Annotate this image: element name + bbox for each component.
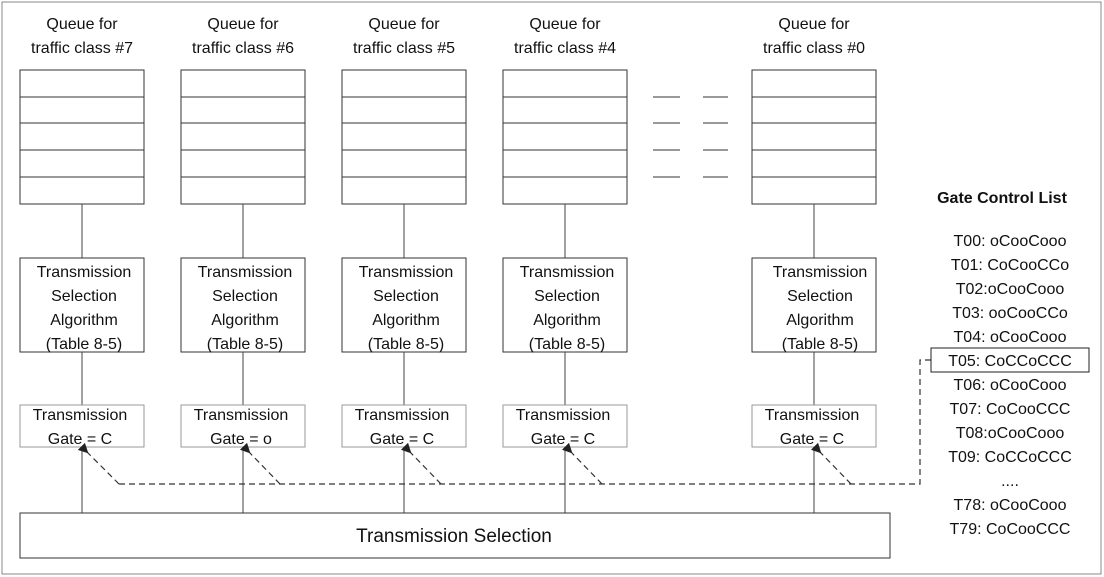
svg-text:Transmission: Transmission	[194, 407, 289, 424]
queue-title-line1: Queue for	[207, 16, 279, 33]
queue-title-line1: Queue for	[368, 16, 440, 33]
gcl-entry: T03: ooCooCCo	[952, 305, 1068, 322]
svg-text:Gate = C: Gate = C	[531, 431, 595, 448]
queue-title-line1: Queue for	[529, 16, 601, 33]
queue-column-tc5: Queue for traffic class #5 Transmission …	[341, 16, 467, 513]
queue-title-line2: traffic class #7	[31, 40, 133, 57]
svg-text:Algorithm: Algorithm	[372, 312, 440, 329]
highlighted-entry-box	[930, 347, 1090, 373]
queue-buffer	[180, 69, 306, 205]
queue-column-tc0: Queue for traffic class #0 Transmission …	[751, 16, 877, 513]
svg-text:Selection: Selection	[787, 288, 853, 305]
svg-text:Transmission: Transmission	[765, 407, 860, 424]
gcl-entry: T02:oCooCooo	[956, 281, 1065, 298]
tsa-box: Transmission Selection Algorithm (Table …	[341, 257, 467, 353]
queue-column-tc7: Queue for traffic class #7 Transmission …	[19, 16, 145, 513]
gcl-entry: T79: CoCooCCC	[950, 521, 1071, 538]
svg-text:Transmission: Transmission	[516, 407, 611, 424]
svg-text:Gate = C: Gate = C	[370, 431, 434, 448]
gcl-entry: T06: oCooCooo	[954, 377, 1067, 394]
queue-buffer	[751, 69, 877, 205]
queue-title-line1: Queue for	[46, 16, 118, 33]
queue-title-line2: traffic class #4	[514, 40, 616, 57]
transmission-gate-box: Transmission Gate = C	[19, 404, 145, 448]
gcl-entry: T04: oCooCooo	[954, 329, 1067, 346]
transmission-gate-box: Transmission Gate = C	[502, 404, 628, 448]
svg-text:Selection: Selection	[373, 288, 439, 305]
transmission-gate-box: Transmission Gate = o	[180, 404, 306, 448]
svg-text:Transmission: Transmission	[520, 264, 615, 281]
gcl-entry-highlighted: T05: CoCCoCCC	[948, 353, 1072, 370]
gcl-entry: T78: oCooCooo	[954, 497, 1067, 514]
svg-text:(Table 8-5): (Table 8-5)	[46, 336, 122, 353]
svg-text:Algorithm: Algorithm	[211, 312, 279, 329]
svg-text:Transmission: Transmission	[198, 264, 293, 281]
svg-text:Transmission: Transmission	[773, 264, 868, 281]
transmission-gate-box: Transmission Gate = C	[341, 404, 467, 448]
gcl-entry: T09: CoCCoCCC	[948, 449, 1072, 466]
gate-control-list-title: Gate Control List	[937, 190, 1067, 207]
svg-text:Algorithm: Algorithm	[50, 312, 118, 329]
svg-text:Gate = o: Gate = o	[210, 431, 272, 448]
svg-text:Selection: Selection	[212, 288, 278, 305]
queue-title-line2: traffic class #6	[192, 40, 294, 57]
tsa-box: Transmission Selection Algorithm (Table …	[502, 257, 628, 353]
svg-text:(Table 8-5): (Table 8-5)	[782, 336, 858, 353]
queue-buffer	[19, 69, 145, 205]
svg-text:(Table 8-5): (Table 8-5)	[529, 336, 605, 353]
gcl-ellipsis: ....	[1001, 473, 1019, 490]
transmission-gate-box: Transmission Gate = C	[751, 404, 877, 448]
svg-text:Algorithm: Algorithm	[533, 312, 601, 329]
svg-text:Gate = C: Gate = C	[780, 431, 844, 448]
svg-text:(Table 8-5): (Table 8-5)	[368, 336, 444, 353]
tsa-box: Transmission Selection Algorithm (Table …	[180, 257, 306, 353]
queue-title-line2: traffic class #0	[763, 40, 865, 57]
transmission-selection-label: Transmission Selection	[356, 526, 552, 547]
queue-buffer	[502, 69, 628, 205]
svg-text:Transmission: Transmission	[33, 407, 128, 424]
svg-text:(Table 8-5): (Table 8-5)	[207, 336, 283, 353]
svg-text:Algorithm: Algorithm	[786, 312, 854, 329]
svg-text:Transmission: Transmission	[37, 264, 132, 281]
svg-text:Transmission: Transmission	[355, 407, 450, 424]
queue-title-line2: traffic class #5	[353, 40, 455, 57]
queue-buffer	[341, 69, 467, 205]
svg-text:Gate = C: Gate = C	[48, 431, 112, 448]
queue-column-tc6: Queue for traffic class #6 Transmission …	[180, 16, 306, 513]
svg-text:Transmission: Transmission	[359, 264, 454, 281]
queue-column-tc4: Queue for traffic class #4 Transmission …	[502, 16, 628, 513]
transmission-selection-box: Transmission Selection	[19, 512, 891, 559]
svg-text:Selection: Selection	[51, 288, 117, 305]
tsa-box: Transmission Selection Algorithm (Table …	[751, 257, 877, 353]
queue-title-line1: Queue for	[778, 16, 850, 33]
gcl-entry: T00: oCooCooo	[954, 233, 1067, 250]
svg-text:Selection: Selection	[534, 288, 600, 305]
tsa-box: Transmission Selection Algorithm (Table …	[19, 257, 145, 353]
ellipsis-dashes	[653, 96, 728, 178]
gate-control-list: Gate Control List T00: oCooCooo T01: CoC…	[930, 190, 1090, 538]
gcl-entry: T01: CoCooCCo	[951, 257, 1069, 274]
gate-control-path	[77, 359, 931, 485]
gcl-entry: T07: CoCooCCC	[950, 401, 1071, 418]
gcl-entry: T08:oCooCooo	[956, 425, 1065, 442]
